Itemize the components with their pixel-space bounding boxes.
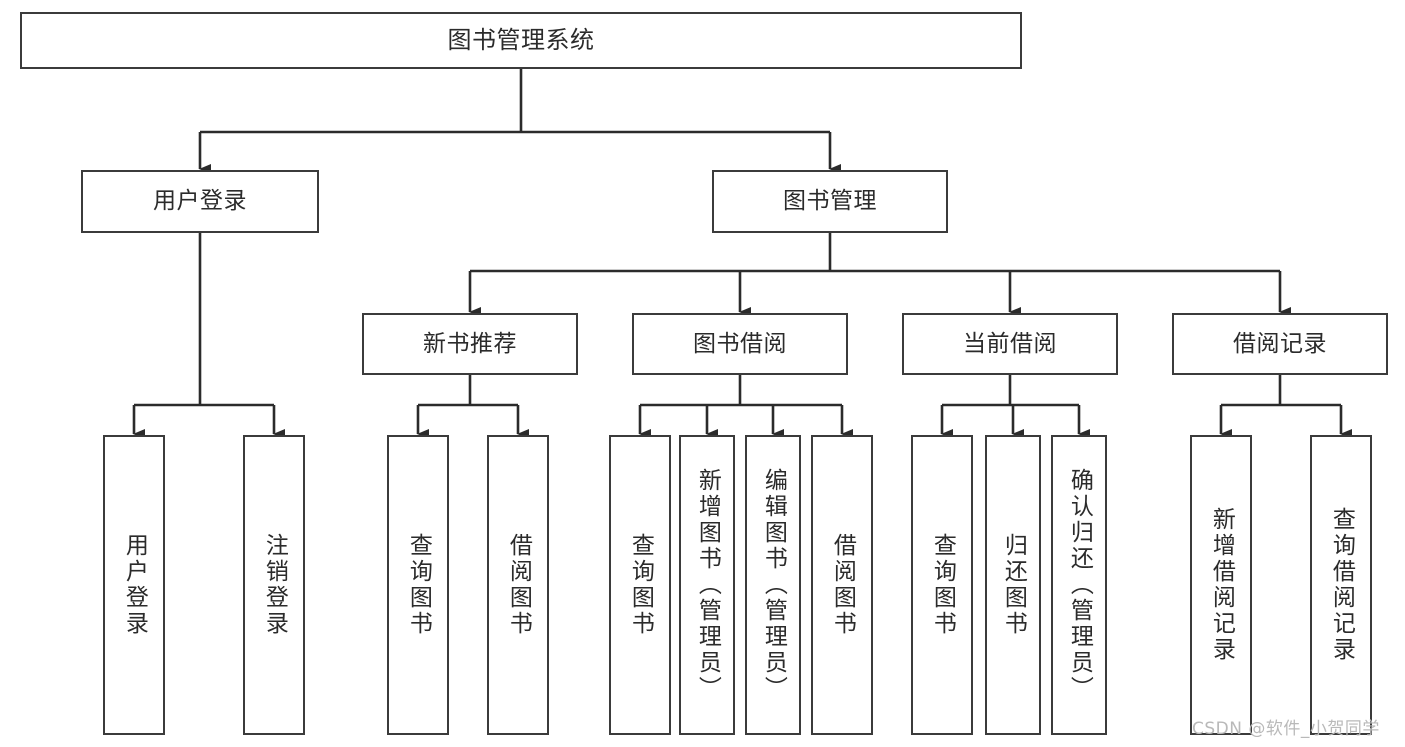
node-current-borrow[interactable]: 当前借阅 — [902, 313, 1118, 375]
node-label: 图书借阅 — [693, 330, 787, 357]
node-book-manage[interactable]: 图书管理 — [712, 170, 948, 233]
node-label: 注销登录 — [261, 533, 288, 637]
node-leaf-query-record[interactable]: 查询借阅记录 — [1310, 435, 1372, 735]
node-label: 查询图书 — [929, 533, 956, 637]
node-borrow-record[interactable]: 借阅记录 — [1172, 313, 1388, 375]
node-label: 图书管理 — [783, 188, 877, 215]
csdn-watermark: CSDN @软件_小贺同学 — [1192, 719, 1380, 739]
node-label: 编辑图书（管理员） — [760, 468, 787, 702]
node-leaf-query-book-3[interactable]: 查询图书 — [911, 435, 973, 735]
node-leaf-user-login[interactable]: 用户登录 — [103, 435, 165, 735]
node-root[interactable]: 图书管理系统 — [20, 12, 1022, 69]
node-label: 确认归还（管理员） — [1066, 468, 1093, 702]
node-leaf-add-record[interactable]: 新增借阅记录 — [1190, 435, 1252, 735]
node-label: 查询借阅记录 — [1328, 507, 1355, 663]
node-label: 图书管理系统 — [447, 25, 595, 54]
node-leaf-return-book[interactable]: 归还图书 — [985, 435, 1041, 735]
node-label: 新增借阅记录 — [1208, 507, 1235, 663]
node-label: 当前借阅 — [963, 330, 1057, 357]
node-leaf-borrow-book-2[interactable]: 借阅图书 — [811, 435, 873, 735]
node-leaf-edit-book[interactable]: 编辑图书（管理员） — [745, 435, 801, 735]
node-book-borrow[interactable]: 图书借阅 — [632, 313, 848, 375]
node-label: 查询图书 — [627, 533, 654, 637]
node-leaf-confirm-return[interactable]: 确认归还（管理员） — [1051, 435, 1107, 735]
node-leaf-query-book-1[interactable]: 查询图书 — [387, 435, 449, 735]
node-label: 新书推荐 — [423, 330, 517, 357]
node-label: 借阅记录 — [1233, 330, 1327, 357]
node-label: 借阅图书 — [505, 533, 532, 637]
node-leaf-query-book-2[interactable]: 查询图书 — [609, 435, 671, 735]
node-label: 借阅图书 — [829, 533, 856, 637]
node-leaf-logout[interactable]: 注销登录 — [243, 435, 305, 735]
node-user-login[interactable]: 用户登录 — [81, 170, 319, 233]
node-label: 用户登录 — [121, 533, 148, 637]
node-leaf-borrow-book-1[interactable]: 借阅图书 — [487, 435, 549, 735]
node-leaf-add-book[interactable]: 新增图书（管理员） — [679, 435, 735, 735]
node-label: 用户登录 — [153, 188, 247, 215]
node-label: 归还图书 — [1000, 533, 1027, 637]
node-label: 查询图书 — [405, 533, 432, 637]
node-new-book-recommend[interactable]: 新书推荐 — [362, 313, 578, 375]
node-label: 新增图书（管理员） — [694, 468, 721, 702]
